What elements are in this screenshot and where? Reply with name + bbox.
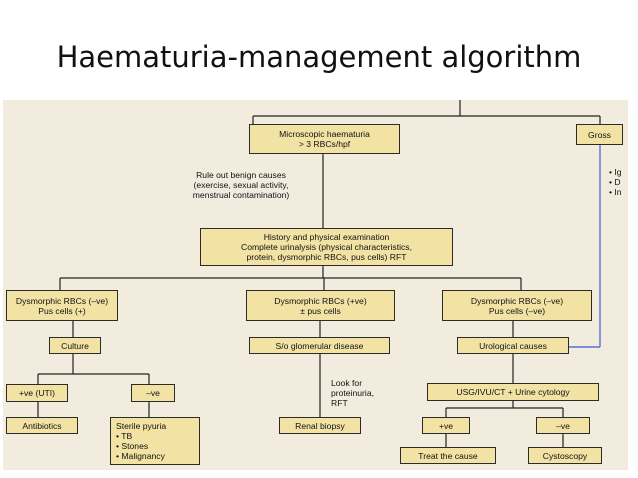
gross-causes-list: • Ig • D • In <box>609 167 622 197</box>
glomerular-disease-box: S/o glomerular disease <box>249 337 390 354</box>
gross-box: Gross <box>576 124 623 145</box>
cystoscopy-box: Cystoscopy <box>528 447 602 464</box>
imaging-positive-box: +ve <box>422 417 470 434</box>
history-examination-box: History and physical examination Complet… <box>200 228 453 266</box>
page-title: Haematuria-management algorithm <box>56 40 582 74</box>
treat-cause-box: Treat the cause <box>400 447 496 464</box>
connector-lines <box>37 100 604 448</box>
imaging-cytology-box: USG/IVU/CT + Urine cytology <box>427 383 599 401</box>
urological-causes-box: Urological causes <box>457 337 569 354</box>
renal-biopsy-box: Renal biopsy <box>279 417 361 434</box>
dysmorphic-neg-pus-pos-box: Dysmorphic RBCs (–ve) Pus cells (+) <box>6 290 118 321</box>
gross-path <box>569 145 601 348</box>
flowchart: Microscopic haematuria > 3 RBCs/hpf Gros… <box>3 100 628 470</box>
benign-causes-note: Rule out benign causes (exercise, sexual… <box>192 170 290 200</box>
imaging-negative-box: –ve <box>536 417 590 434</box>
culture-box: Culture <box>49 337 101 354</box>
culture-negative-box: –ve <box>131 384 175 402</box>
dysmorphic-neg-pus-neg-box: Dysmorphic RBCs (–ve) Pus cells (–ve) <box>442 290 592 321</box>
antibiotics-box: Antibiotics <box>6 417 78 434</box>
dysmorphic-pos-box: Dysmorphic RBCs (+ve) ± pus cells <box>246 290 395 321</box>
microscopic-haematuria-box: Microscopic haematuria > 3 RBCs/hpf <box>249 124 400 154</box>
proteinuria-note: Look for proteinuria, RFT <box>331 378 374 408</box>
uti-positive-box: +ve (UTI) <box>6 384 68 402</box>
sterile-pyuria-box: Sterile pyuria • TB • Stones • Malignanc… <box>110 417 200 465</box>
